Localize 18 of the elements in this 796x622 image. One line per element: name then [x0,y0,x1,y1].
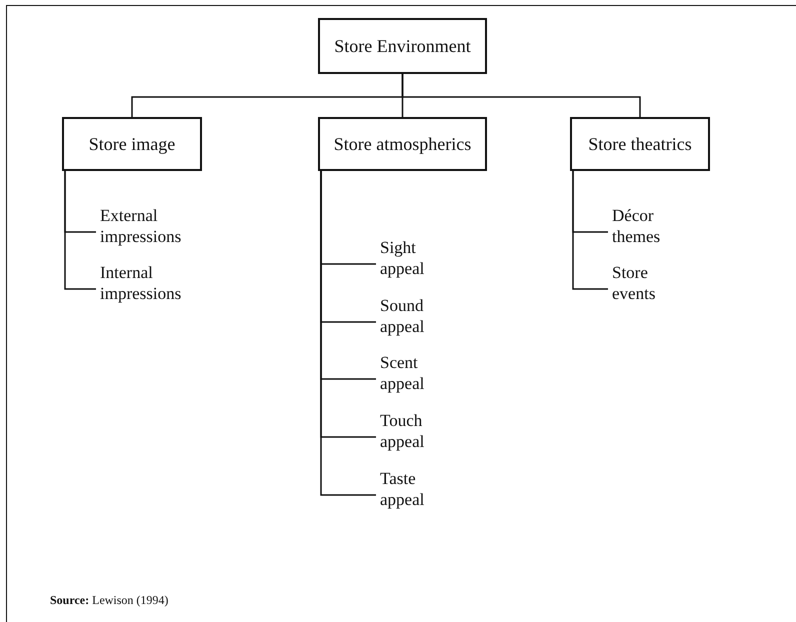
connector-line [320,171,376,496]
connector-line [572,171,608,290]
category-box: Store Environment [318,18,487,74]
connector-line [64,171,96,290]
item-label: Store events [612,262,692,304]
category-box: Store atmospherics [318,117,487,171]
item-label: Scent appeal [380,352,460,394]
item-label: Décor themes [612,205,692,248]
source-note: Source: Lewison (1994) [50,593,168,608]
item-label: Taste appeal [380,468,460,510]
item-label: Touch appeal [380,410,460,452]
item-label: Sound appeal [380,295,460,338]
item-label: External impressions [100,205,210,248]
connector-line [402,74,641,117]
category-box: Store theatrics [570,117,710,171]
item-label: Sight appeal [380,237,460,280]
item-label: Internal impressions [100,262,210,304]
category-box: Store image [62,117,202,171]
